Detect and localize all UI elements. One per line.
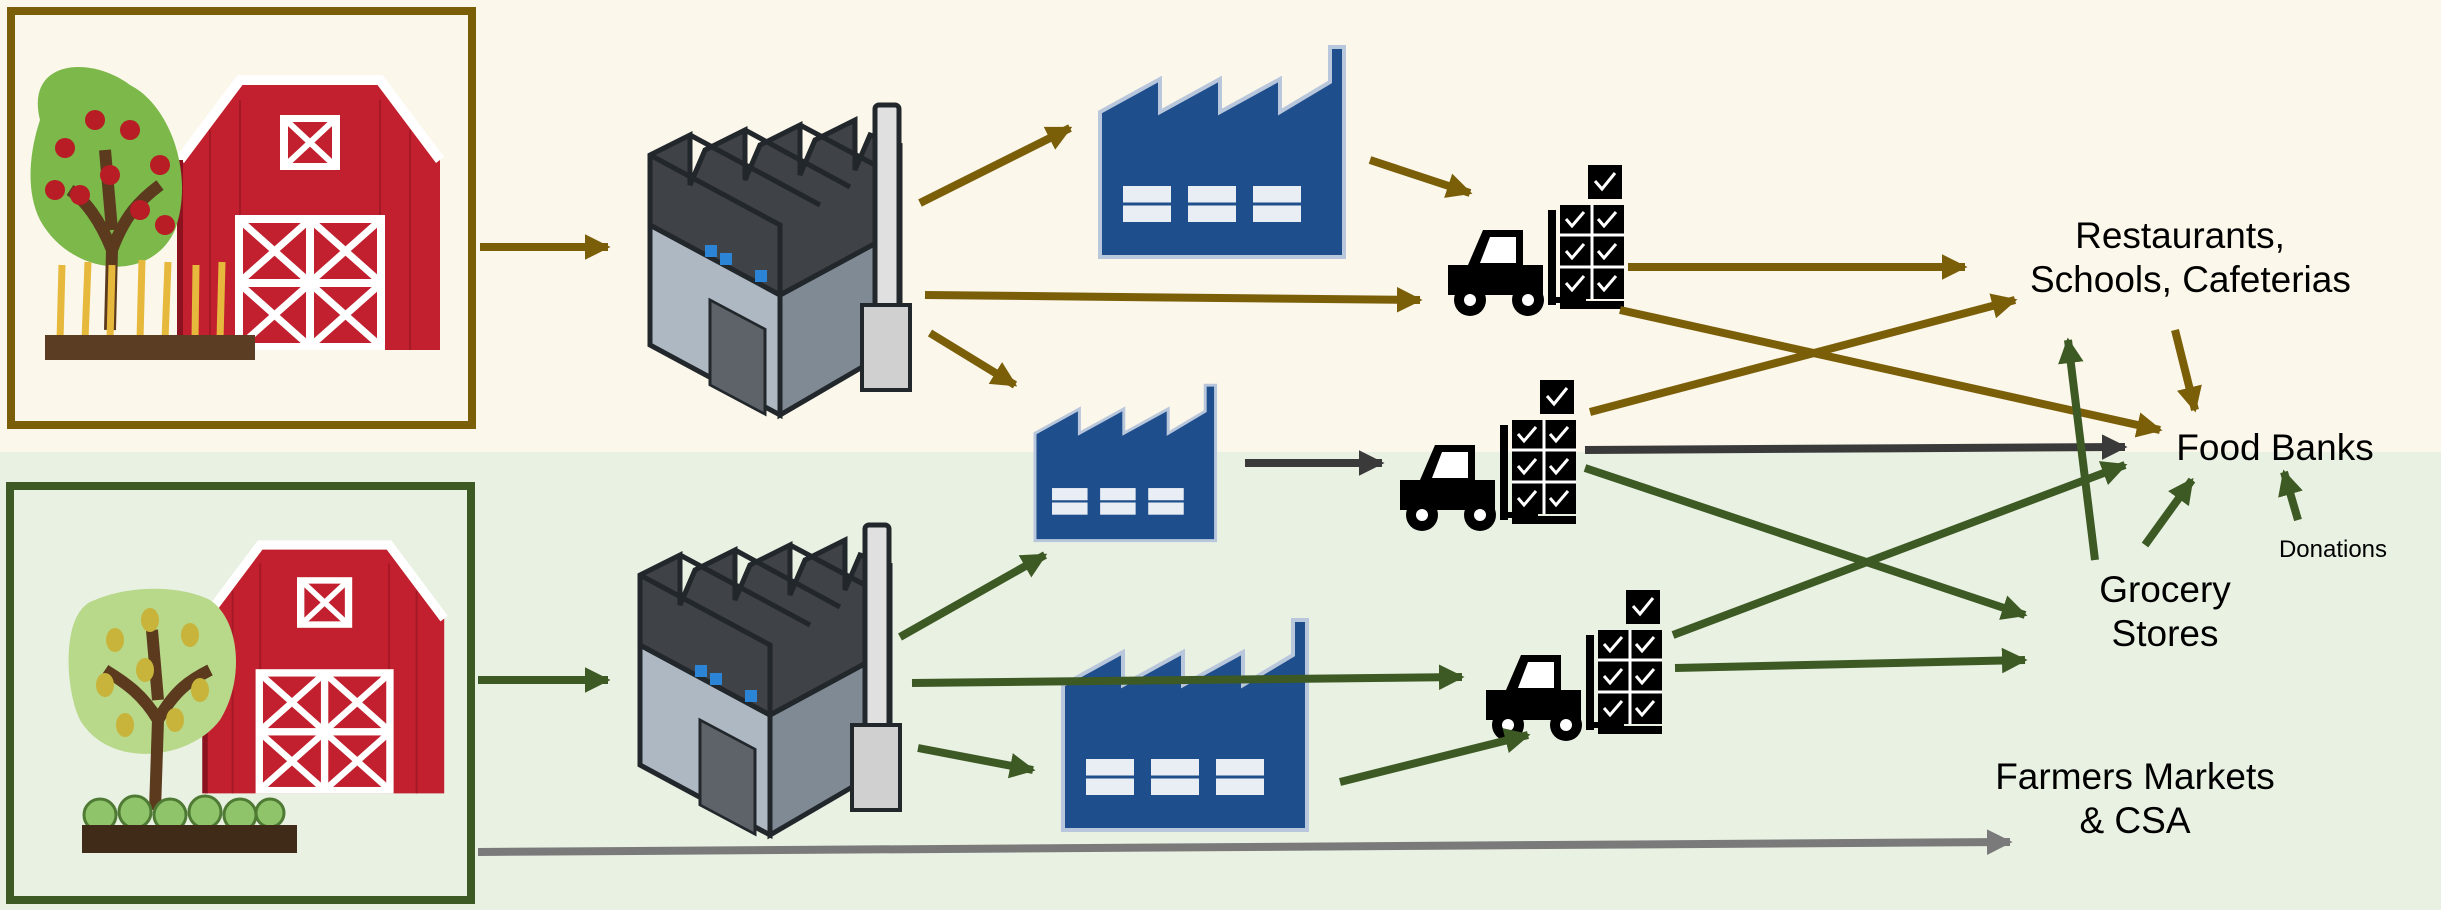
direct-market-arrow: [477, 829, 2013, 856]
grocery-stores-label-line2: Stores: [2111, 613, 2219, 654]
restaurants-label: Restaurants, Schools, Cafeterias: [2030, 214, 2351, 302]
farmers-markets-label-line1: Farmers Markets: [1995, 756, 2275, 797]
fruit-farm-illustration: [30, 67, 440, 360]
vegetable-farm-frame: [6, 482, 475, 904]
restaurants-label-line1: Restaurants,: [2075, 215, 2285, 256]
pear-tree-icon: [68, 588, 237, 811]
factory-icon: [1098, 45, 1346, 259]
soil-strip: [45, 335, 255, 360]
cabbage-icon: [82, 794, 286, 833]
vegetable-farm-illustration: [68, 545, 445, 853]
apple-tree-icon: [30, 67, 183, 331]
restaurants-label-line2: Schools, Cafeterias: [2030, 259, 2351, 300]
fruit-chain-arrows: [480, 124, 2202, 438]
fruit-farm-frame: [7, 7, 476, 429]
grocery-stores-label: Grocery Stores: [2070, 568, 2260, 656]
forklift-distributor-icon: [1484, 588, 1664, 743]
forklift-distributor-icon: [1446, 163, 1626, 318]
forklift-distributor-icon: [1398, 378, 1578, 533]
farm-barn-icon: [205, 545, 444, 793]
soil-strip: [82, 825, 297, 853]
processing-plant-icon: [640, 525, 900, 835]
processing-plant-icon: [650, 105, 910, 415]
shared-chain-arrows: [1245, 434, 2128, 476]
factory-icon: [1061, 618, 1309, 832]
farmers-markets-label: Farmers Markets & CSA: [1970, 755, 2300, 843]
donations-label: Donations: [2278, 536, 2388, 563]
vegetable-chain-arrows: [478, 337, 2303, 786]
food-banks-label: Food Banks: [2176, 427, 2374, 468]
factory-icon: [1033, 383, 1218, 543]
farmers-markets-label-line2: & CSA: [2079, 800, 2191, 841]
grocery-stores-label-line1: Grocery: [2099, 569, 2231, 610]
wheat-icon: [56, 259, 226, 341]
